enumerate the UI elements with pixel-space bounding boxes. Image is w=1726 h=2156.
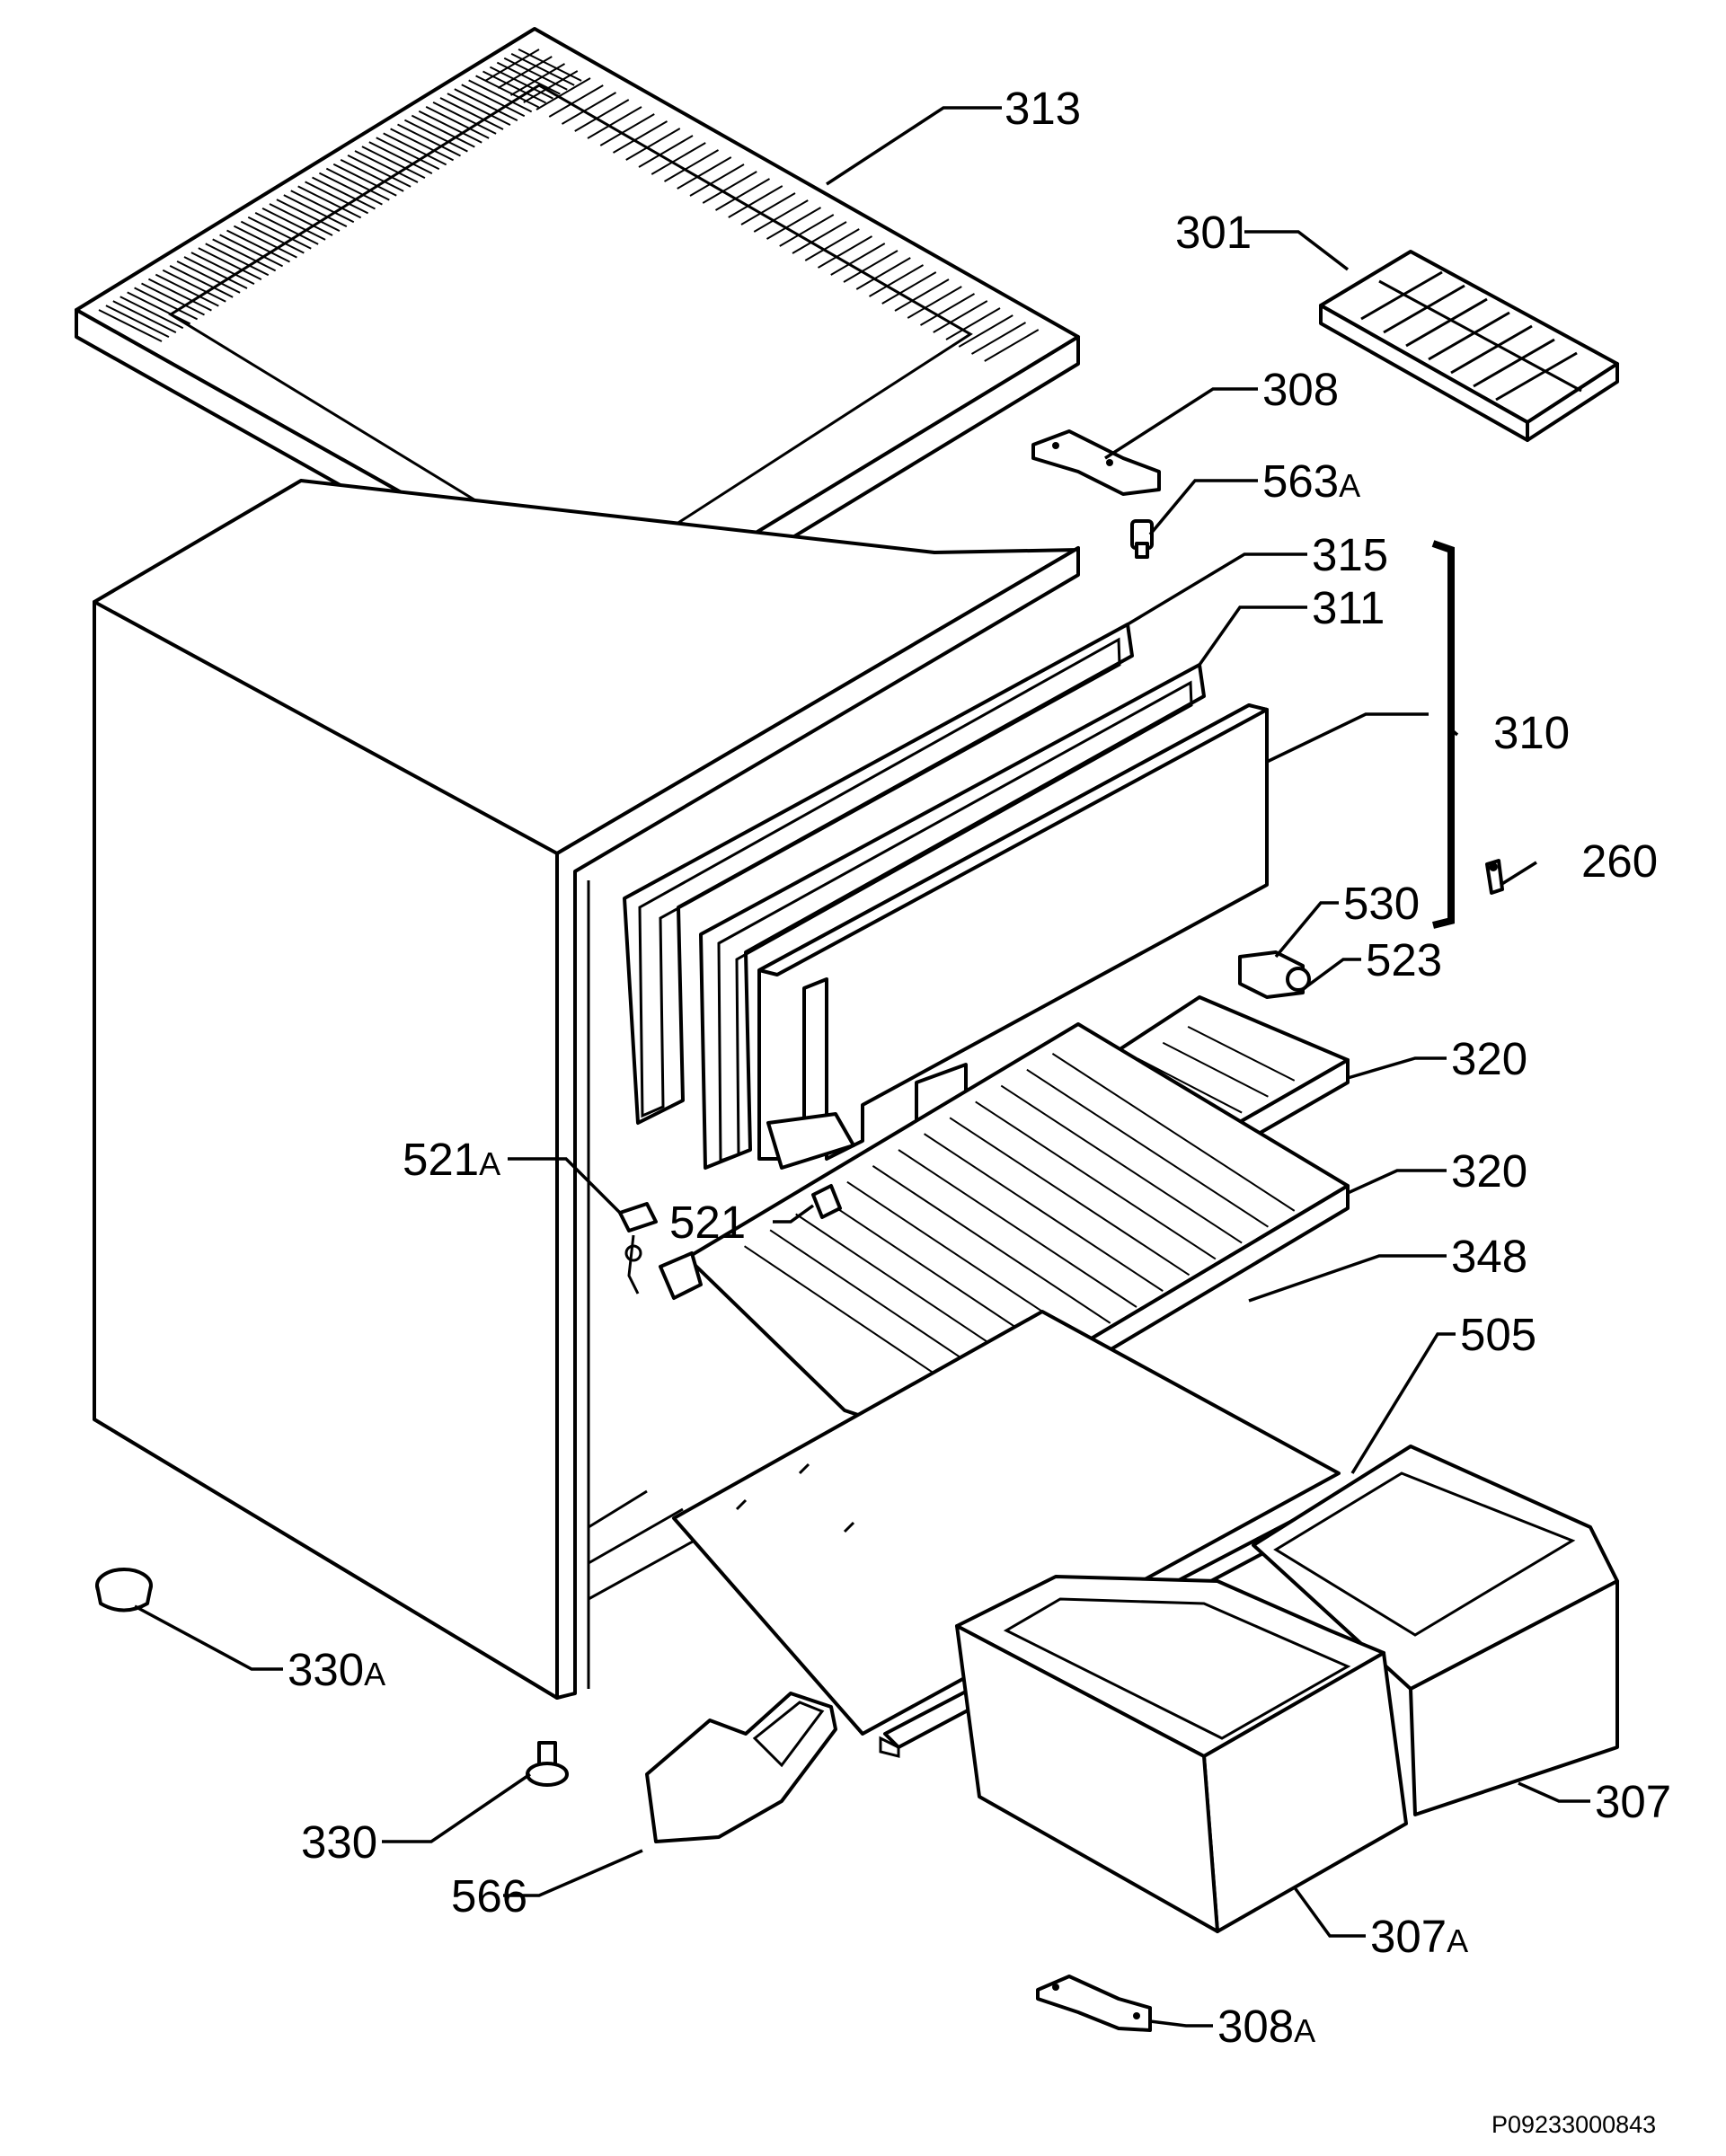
callout-523: 523	[1366, 934, 1443, 985]
part-308a-lower-hinge	[1036, 1975, 1152, 2032]
callout-320-upper: 320	[1451, 1033, 1528, 1084]
callout-260: 260	[1581, 835, 1659, 887]
callout-563a: 563A	[1262, 455, 1361, 507]
callout-566: 566	[451, 1870, 528, 1922]
part-330-adjustable-foot	[526, 1741, 569, 1787]
callout-311: 311	[1312, 582, 1385, 633]
part-307a-crisper-left	[955, 1575, 1408, 1933]
callout-308: 308	[1262, 364, 1340, 415]
part-307-crisper-right	[1252, 1445, 1619, 1816]
callout-301: 301	[1175, 207, 1252, 258]
callout-310: 310	[1493, 707, 1571, 758]
callout-348: 348	[1451, 1231, 1528, 1282]
part-521a-latch	[618, 1202, 658, 1294]
callout-320-lower: 320	[1451, 1145, 1528, 1197]
group-bracket-310	[1431, 540, 1455, 929]
part-348-glass-shelf	[672, 1310, 1341, 1736]
part-566-ice-scraper	[645, 1692, 837, 1843]
callout-530: 530	[1343, 878, 1421, 929]
callout-315: 315	[1312, 529, 1389, 580]
part-308-hinge-plate	[1031, 429, 1161, 496]
callout-521: 521	[669, 1197, 747, 1248]
part-301-ice-tray	[1319, 250, 1619, 442]
callout-330a: 330A	[288, 1644, 386, 1695]
callout-521a: 521A	[403, 1134, 501, 1185]
part-330a-foot-cap	[95, 1568, 153, 1613]
document-number: P09233000843	[1491, 2111, 1657, 2138]
part-523-530-hinge-bush	[1238, 950, 1311, 999]
callout-leaders	[134, 106, 1590, 2028]
callout-308a: 308A	[1217, 2001, 1316, 2052]
part-313-worktop	[75, 27, 1080, 644]
part-563a-pivot-pin	[1130, 519, 1154, 559]
callout-505: 505	[1460, 1309, 1537, 1360]
callout-313: 313	[1005, 83, 1082, 134]
part-260-clip	[1485, 859, 1504, 895]
cabinet-body	[93, 479, 1080, 1700]
callout-307a: 307A	[1370, 1911, 1469, 1962]
callout-307: 307	[1595, 1776, 1672, 1827]
part-521-support	[811, 1184, 842, 1219]
callout-330: 330	[301, 1816, 378, 1868]
part-310-door-panel	[757, 703, 1269, 1170]
